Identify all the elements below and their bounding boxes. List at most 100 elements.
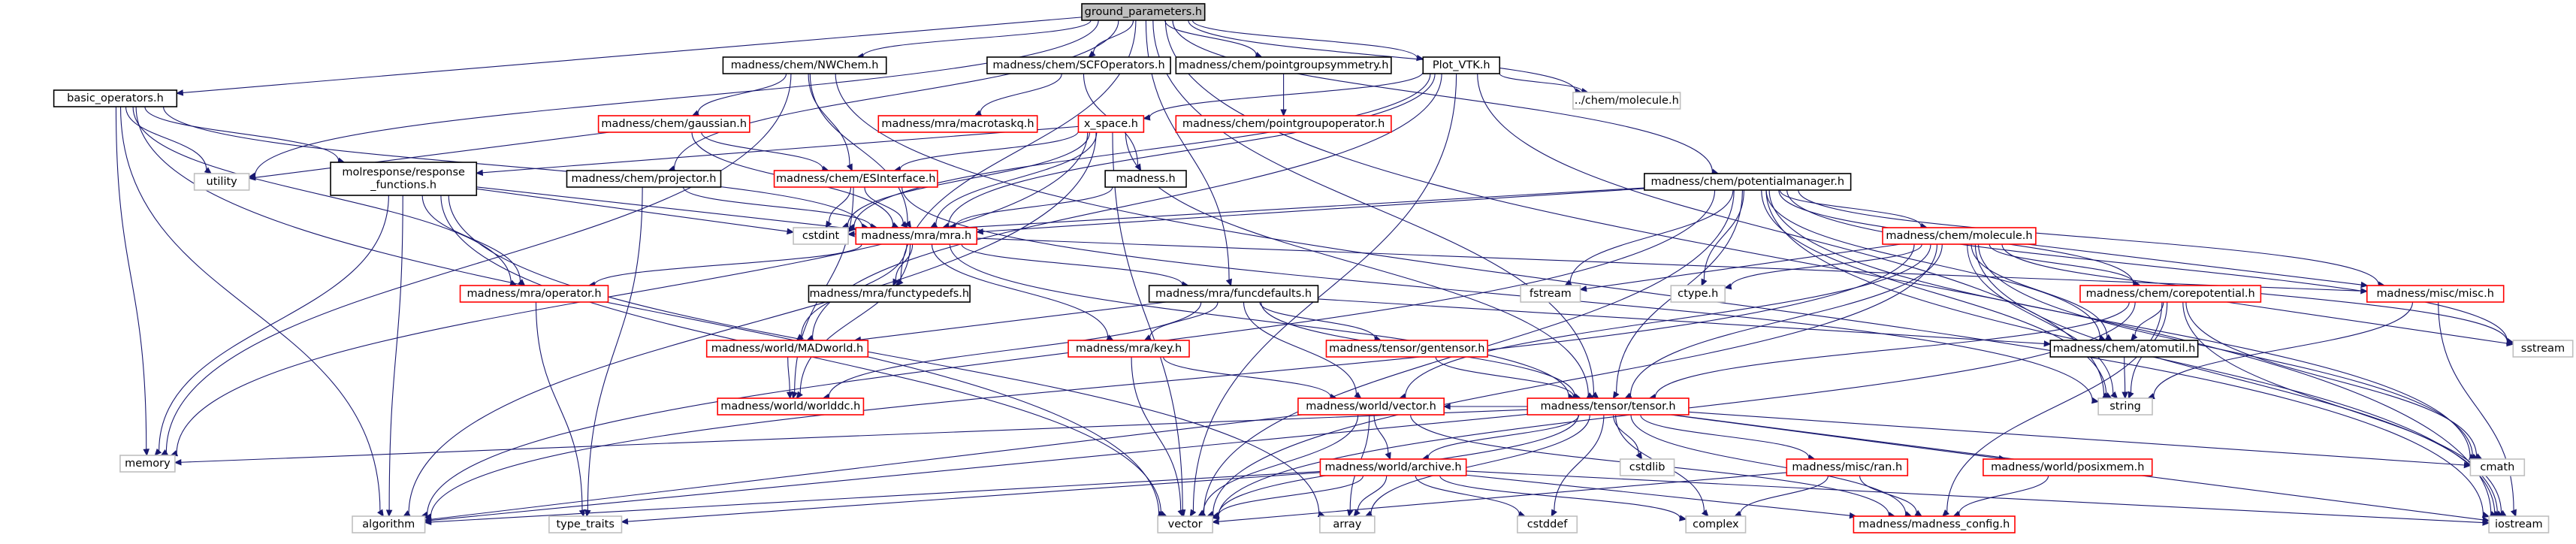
edge-line — [255, 131, 610, 178]
graph-node-molresp[interactable]: molresponse/response_functions.h — [330, 162, 478, 196]
graph-node-functypedefs[interactable]: madness/mra/functypedefs.h — [808, 285, 971, 303]
graph-node-ran[interactable]: madness/misc/ran.h — [1786, 458, 1909, 476]
node-box — [119, 455, 176, 473]
edge-line — [828, 186, 852, 223]
edge-molresp-to-algorithm — [385, 195, 403, 518]
edge-operator-to-typetraits — [535, 301, 586, 518]
graph-node-iostream: iostream — [2488, 515, 2550, 533]
edge-line — [1163, 356, 1331, 397]
graph-node-pgsym[interactable]: madness/chem/pointgroupsymmetry.h — [1175, 56, 1392, 74]
graph-node-nwchem[interactable]: madness/chem/NWChem.h — [722, 56, 887, 74]
graph-node-molecule[interactable]: madness/chem/molecule.h — [1882, 227, 2037, 245]
edge-tensor-to-cmath — [1688, 411, 2472, 469]
graph-node-keyh[interactable]: madness/mra/key.h — [1068, 340, 1190, 358]
graph-node-typetraits: type_traits — [548, 515, 623, 533]
edge-line — [853, 187, 1644, 234]
edge-line — [587, 186, 643, 511]
graph-node-xspace[interactable]: x_space.h — [1077, 115, 1145, 133]
edge-arrowhead — [796, 334, 804, 341]
node-label: madness/world/worlddc.h — [720, 400, 860, 413]
graph-node-scfops[interactable]: madness/chem/SCFOperators.h — [986, 56, 1171, 74]
edge-line — [1613, 414, 1639, 455]
node-box — [1786, 458, 1909, 476]
graph-node-corepot[interactable]: madness/chem/corepotential.h — [2079, 285, 2262, 303]
edge-arrowhead — [1723, 283, 1732, 290]
edge-plotvtk-to-xspace — [1143, 71, 1424, 121]
graph-node-string: string — [2097, 397, 2153, 416]
edge-line — [931, 243, 1109, 338]
graph-node-mra[interactable]: madness/mra/mra.h — [855, 227, 978, 245]
graph-node-worlddc[interactable]: madness/world/worlddc.h — [717, 397, 865, 416]
node-box — [1319, 515, 1376, 533]
graph-node-madworld[interactable]: madness/world/MADworld.h — [705, 340, 869, 358]
graph-node-macrotask[interactable]: madness/mra/macrotaskq.h — [877, 115, 1038, 133]
edge-line — [1569, 189, 1734, 283]
graph-node-operator[interactable]: madness/mra/operator.h — [459, 285, 609, 303]
edge-line — [115, 106, 147, 450]
edge-molresp-to-cstdint — [476, 188, 795, 235]
edge-ran-to-vector — [1211, 472, 1787, 525]
graph-node-madconfig[interactable]: madness/madness_config.h — [1853, 515, 2016, 533]
edge-tensor-to-memory — [174, 409, 1528, 466]
edge-line — [2027, 243, 2362, 286]
graph-node-gentensor[interactable]: madness/tensor/gentensor.h — [1325, 340, 1488, 358]
graph-node-plotvtk[interactable]: Plot_VTK.h — [1422, 56, 1501, 74]
edge-corepot-to-iostream — [2182, 301, 2508, 517]
node-label: cmath — [2480, 461, 2514, 473]
node-box — [877, 115, 1038, 133]
edge-line — [1629, 243, 1943, 396]
edge-line — [853, 73, 1431, 228]
graph-node-esinterface[interactable]: madness/chem/ESInterface.h — [773, 170, 938, 188]
graph-node-funcdefaults[interactable]: madness/mra/funcdefaults.h — [1148, 285, 1319, 303]
graph-node-archive[interactable]: madness/world/archive.h — [1319, 458, 1467, 476]
graph-node-basicops[interactable]: basic_operators.h — [53, 89, 178, 107]
node-label: madness.h — [1116, 173, 1175, 185]
graph-node-madnessh[interactable]: madness.h — [1104, 170, 1187, 188]
node-label: madness/world/archive.h — [1324, 461, 1461, 473]
edge-mra-to-funcdefaults — [961, 243, 1189, 288]
edge-line — [961, 243, 1183, 285]
edge-archive-to-typetraits — [621, 472, 1321, 525]
edge-line — [2226, 301, 2508, 344]
edge-arrowhead — [1211, 512, 1220, 518]
node-label: array — [1333, 518, 1361, 530]
edge-molresp-to-memory — [154, 195, 389, 456]
node-label: madness/world/vector.h — [1306, 400, 1436, 413]
graph-node-atomutil[interactable]: madness/chem/atomutil.h — [2049, 340, 2199, 358]
edge-line — [1243, 301, 1357, 394]
edge-xspace-to-vector — [1112, 131, 1186, 518]
edge-atomutil-to-string — [2122, 356, 2128, 400]
edge-line — [119, 106, 381, 512]
node-label: madness/misc/ran.h — [1792, 461, 1902, 473]
node-box — [1685, 515, 1747, 533]
graph-node-cstdint: cstdint — [793, 227, 849, 245]
graph-node-gaussian[interactable]: madness/chem/gaussian.h — [597, 115, 750, 133]
graph-node-potmgr[interactable]: madness/chem/potentialmanager.h — [1644, 173, 1852, 191]
edge-line — [2153, 301, 2414, 397]
graph-node-posixmem[interactable]: madness/world/posixmem.h — [1983, 458, 2153, 476]
edge-posixmem-to-madconfig — [1952, 475, 2049, 517]
edge-line — [860, 301, 1167, 340]
edge-arrowhead — [2481, 512, 2490, 518]
edge-line — [935, 131, 1098, 225]
graph-node-pgop[interactable]: madness/chem/pointgroupoperator.h — [1175, 115, 1392, 133]
edge-line — [1967, 243, 2114, 394]
graph-node-array: array — [1319, 515, 1376, 533]
edge-archive-to-algorithm — [424, 470, 1321, 526]
graph-node-root[interactable]: ground_parameters.h — [1081, 3, 1206, 21]
edge-projector-to-typetraits — [584, 186, 643, 518]
node-label: ../chem/molecule.h — [1575, 95, 1679, 107]
graph-node-misc[interactable]: madness/misc/misc.h — [2366, 285, 2505, 303]
edge-potmgr-to-string — [1761, 189, 2112, 399]
edge-arrowhead — [2499, 509, 2508, 517]
edge-line — [1164, 20, 2492, 515]
graph-node-vectorh[interactable]: madness/world/vector.h — [1297, 397, 1445, 416]
graph-node-tensor[interactable]: madness/tensor/tensor.h — [1527, 397, 1690, 416]
graph-node-projector[interactable]: madness/chem/projector.h — [566, 170, 722, 188]
node-box — [2469, 458, 2526, 476]
edge-line — [901, 186, 2093, 401]
node-label: madness/world/MADworld.h — [711, 343, 863, 355]
edge-esinterface-to-cstdint — [825, 186, 852, 229]
node-label: madness/misc/misc.h — [2377, 288, 2494, 300]
node-box — [1517, 515, 1578, 533]
